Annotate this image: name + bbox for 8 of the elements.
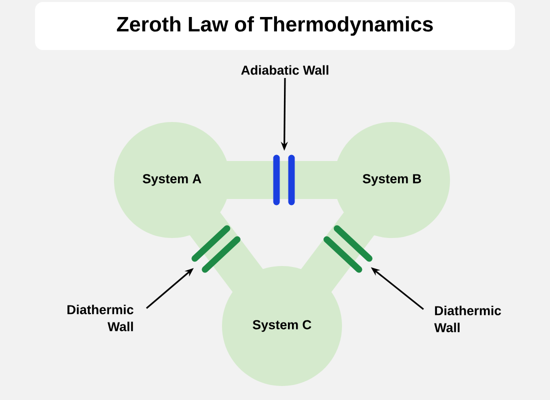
wall-symbol xyxy=(192,225,240,273)
title-banner: Zeroth Law of Thermodynamics xyxy=(35,2,515,50)
node-label: System C xyxy=(252,320,312,332)
wall-label: Adiabatic Wall xyxy=(241,65,328,75)
wall-symbol xyxy=(273,154,295,206)
wall-label: Diathermic Wall xyxy=(434,306,501,332)
wall-label: Diathermic Wall xyxy=(67,304,134,332)
wall-symbol xyxy=(324,225,372,273)
